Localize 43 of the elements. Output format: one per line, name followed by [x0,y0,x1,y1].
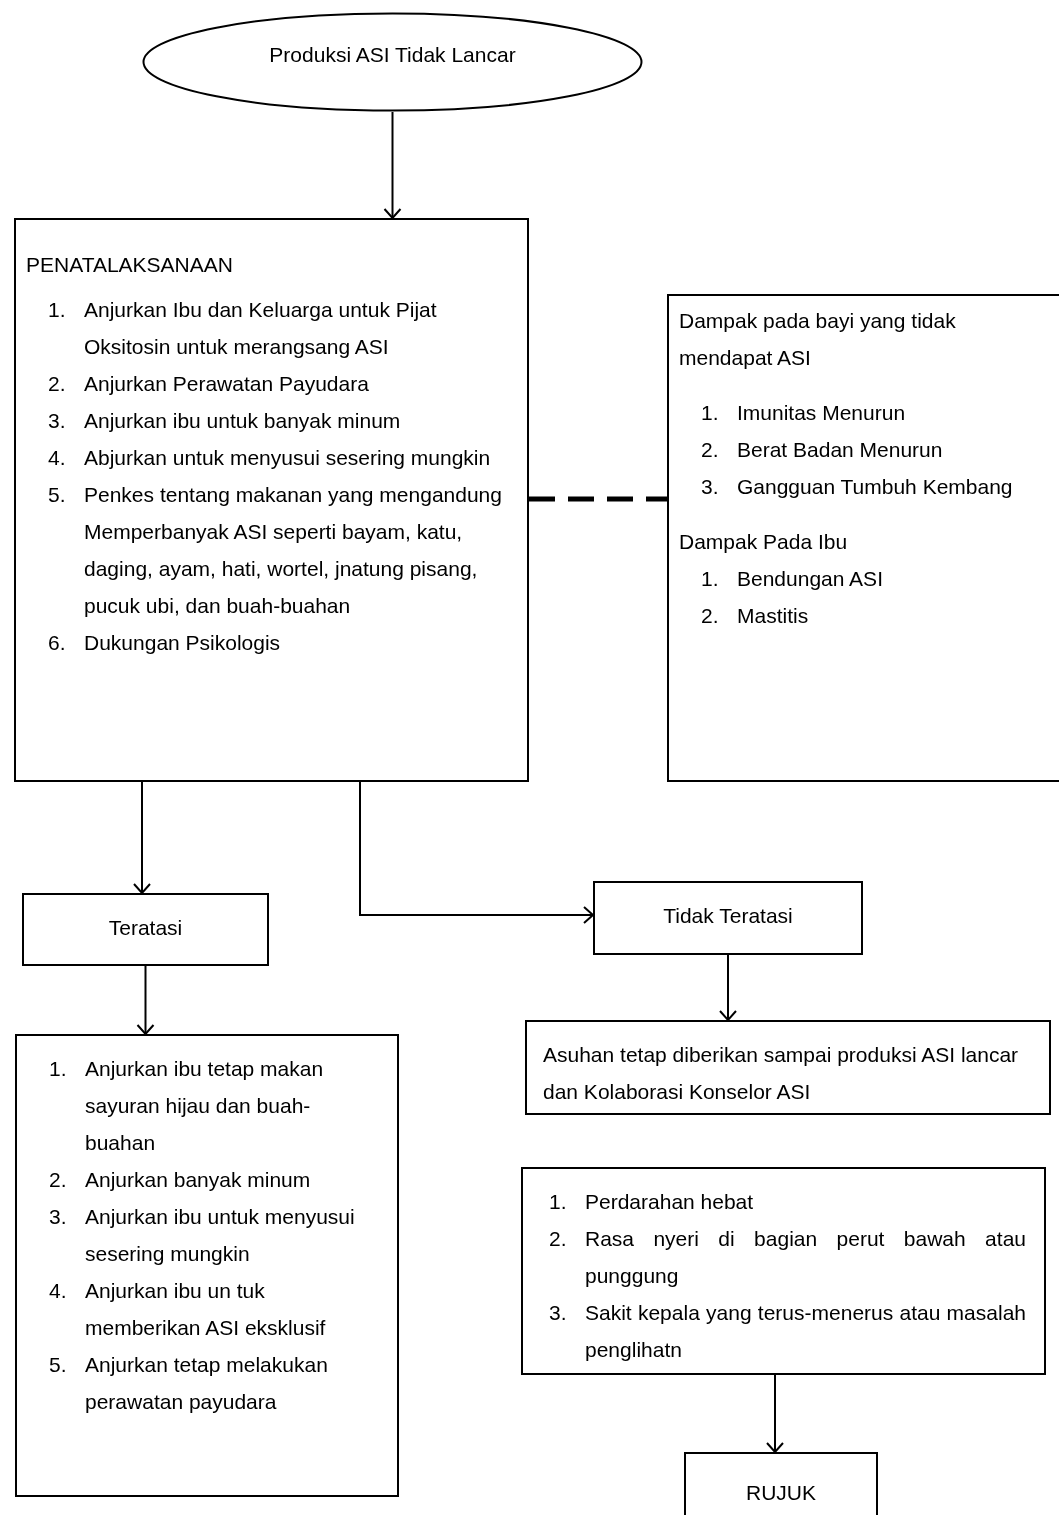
dashed-connector [529,496,667,502]
referral-box [684,1452,878,1515]
arrow [766,1374,784,1453]
node-label: Teratasi [108,915,183,941]
list-item: 3. Anjurkan ibu untuk menyusui sesering mungkin [48,1204,356,1267]
list-item: 1. Imunitas Menurun [700,400,907,426]
info-box [667,294,1059,782]
heading: Dampak pada bayi yang tidak mendapat ASI [679,308,957,371]
arrow [359,781,594,924]
list-item: 3. Gangguan Tumbuh Kembang [700,474,1014,500]
list-item: 3. Anjurkan ibu untuk banyak minum [47,408,402,434]
node-label: Tidak Teratasi [663,903,793,929]
list-item: 2. Mastitis [700,603,810,629]
heading: PENATALAKSANAAN [26,252,234,278]
node-label: RUJUK [746,1480,816,1506]
list-item: 3. Sakit kepala yang terus-menerus atau masalah penglihatn [548,1300,1026,1363]
list-item: 2. Rasa nyeri di bagian perut bawah atau punggung [548,1226,1026,1289]
heading: Dampak Pada Ibu [679,529,849,555]
list-item: 6. Dukungan Psikologis [47,630,282,656]
process-box [14,218,529,782]
arrow [136,965,155,1035]
list-item: 1. Bendungan ASI [700,566,884,592]
list-item: 2. Anjurkan Perawatan Payudara [47,371,370,397]
warning-box [521,1167,1046,1375]
list-item: 1. Anjurkan ibu tetap makan sayuran hijau dan buah-buahan [48,1056,325,1156]
process-box [525,1020,1051,1115]
list-item: 1. Anjurkan Ibu dan Keluarga untuk Pijat Oksitosin untuk merangsang ASI [47,297,438,360]
arrow [719,954,737,1021]
list-item: 1. Perdarahan hebat [548,1189,755,1215]
outcome-box [593,881,863,955]
heading: Asuhan tetap diberikan sampai produksi ASI lancar dan Kolaborasi Konselor ASI [543,1042,1020,1105]
list-item: 5. Anjurkan tetap melakukan perawatan payudara [48,1352,329,1415]
list-item: 2. Anjurkan banyak minum [48,1167,312,1193]
list-item: 4. Anjurkan ibu un tuk memberikan ASI eksklusif [48,1278,327,1341]
start-ellipse [142,12,643,112]
process-box [15,1034,399,1497]
node-label: Produksi ASI Tidak Lancar [269,42,516,68]
list-item: 2. Berat Badan Menurun [700,437,944,463]
arrow [383,111,402,219]
list-item: 4. Abjurkan untuk menyusui sesering mungkin [47,445,492,471]
outcome-box [22,893,269,966]
list-item: 5. Penkes tentang makanan yang mengandung Memperbanyak ASI seperti bayam, katu, daging, ayam, hati, wortel, jnatung pisang, pucuk ubi, dan buah-buahan [47,482,503,619]
arrow [133,781,151,894]
